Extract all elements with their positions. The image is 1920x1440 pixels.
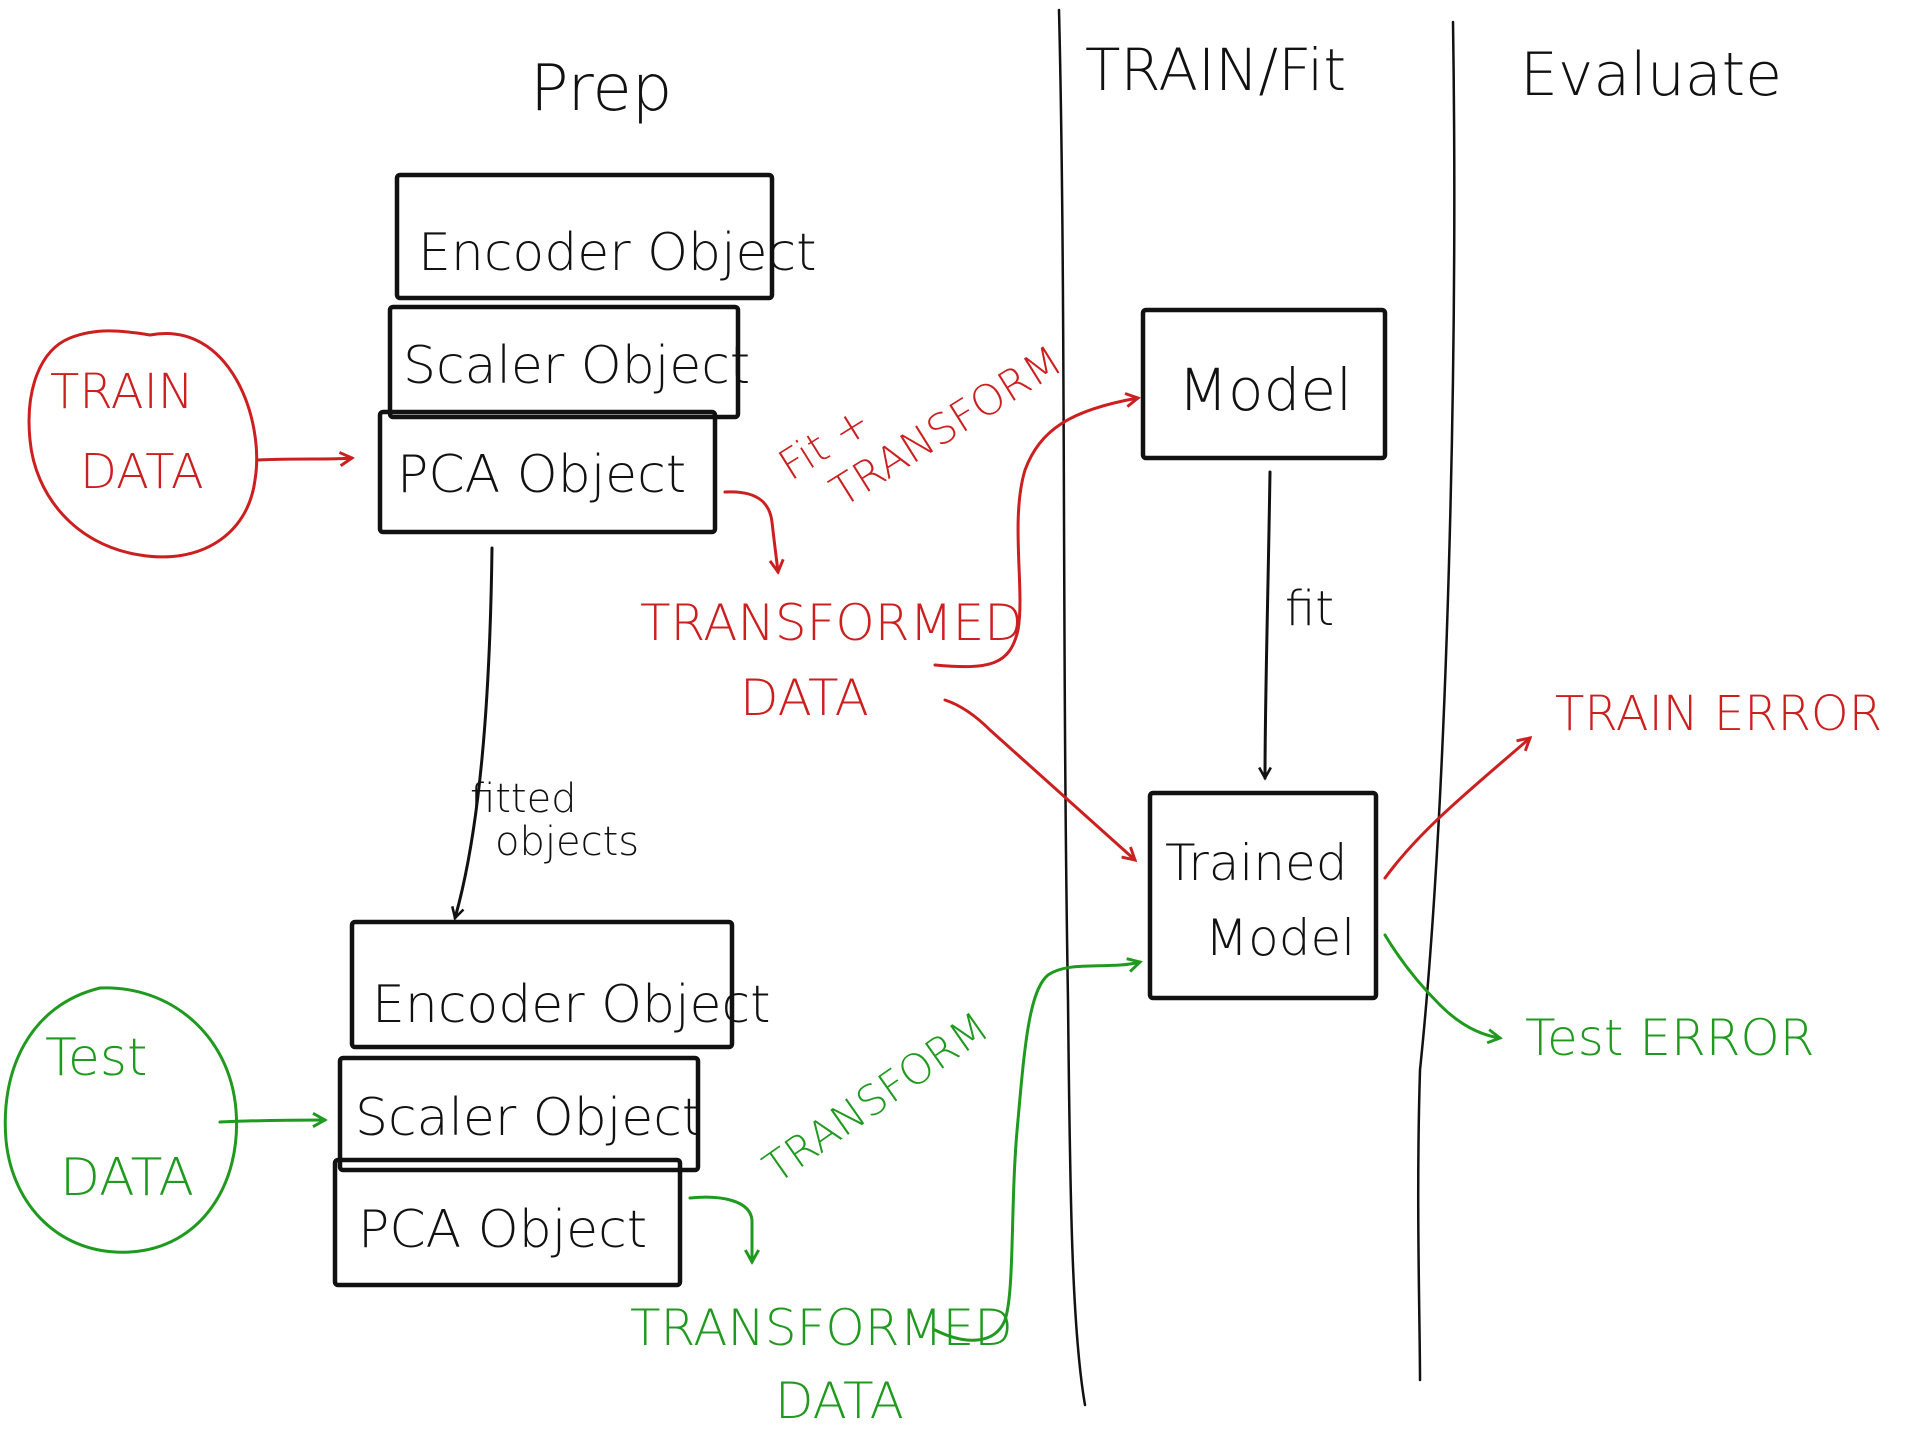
svg-text:Trained: Trained [1165,834,1347,892]
train-data-circle [27,329,259,559]
trained-model-box: Trained Model [1147,790,1379,1001]
test-error-arrow [1383,933,1500,1038]
fit-label: fit [1285,581,1334,637]
train-scaler-object: Scaler Object [387,304,750,420]
svg-text:Encoder Object: Encoder Object [418,223,816,283]
column-header-train-fit: TRAIN/Fit [1085,36,1346,104]
test-pca-object: PCA Object [332,1157,683,1288]
divider-train-evaluate [1416,20,1456,1382]
column-header-evaluate: Evaluate [1520,40,1782,110]
train-transformed-data-line2: DATA [740,669,869,727]
transform-arrow [688,1195,752,1262]
svg-text:Encoder Object: Encoder Object [372,975,770,1035]
test-transformed-data-line2: DATA [775,1372,904,1430]
train-data-arrow [256,458,352,460]
train-pca-object: PCA Object [377,409,718,535]
transform-label: TRANSFORM [754,1002,997,1193]
test-data-label-line2: DATA [60,1148,194,1208]
svg-text:TRANSFORM: TRANSFORM [754,1002,997,1193]
divider-prep-train [1057,8,1087,1407]
fit-transform-label: Fit + TRANSFORM [770,336,1071,517]
fit-arrow [1265,470,1270,778]
column-header-prep: Prep [530,52,672,126]
test-encoder-object: Encoder Object [349,919,770,1050]
svg-text:Model: Model [1205,909,1355,967]
train-data-to-trained-model-arrow [943,698,1135,860]
fitted-objects-label-line1: fitted [470,776,577,822]
test-transformed-data-line1: TRANSFORMED [630,1299,1013,1357]
test-scaler-object: Scaler Object [337,1055,702,1173]
train-error-label: TRAIN ERROR [1555,686,1882,742]
fitted-objects-arrow [455,546,494,918]
svg-text:Scaler Object: Scaler Object [403,336,750,396]
svg-text:Model: Model [1178,356,1352,424]
svg-text:PCA Object: PCA Object [397,445,686,505]
svg-text:PCA Object: PCA Object [358,1200,647,1260]
train-transformed-data-line1: TRANSFORMED [640,594,1023,652]
test-data-arrow [218,1120,325,1122]
fit-transform-arrow [723,490,778,572]
train-data-to-model-arrow [933,398,1138,669]
test-data-circle [3,986,239,1254]
test-data-to-trained-model-arrow [933,962,1140,1342]
test-error-label: Test ERROR [1525,1009,1815,1067]
train-data-label-line1: TRAIN [50,364,194,420]
model-box: Model [1140,307,1388,461]
train-data-label-line2: DATA [80,444,204,500]
train-error-arrow [1383,738,1530,880]
fitted-objects-label-line2: objects [495,819,639,865]
train-encoder-object: Encoder Object [394,172,816,301]
svg-text:Scaler Object: Scaler Object [355,1088,702,1148]
test-data-label-line1: Test [45,1028,147,1088]
